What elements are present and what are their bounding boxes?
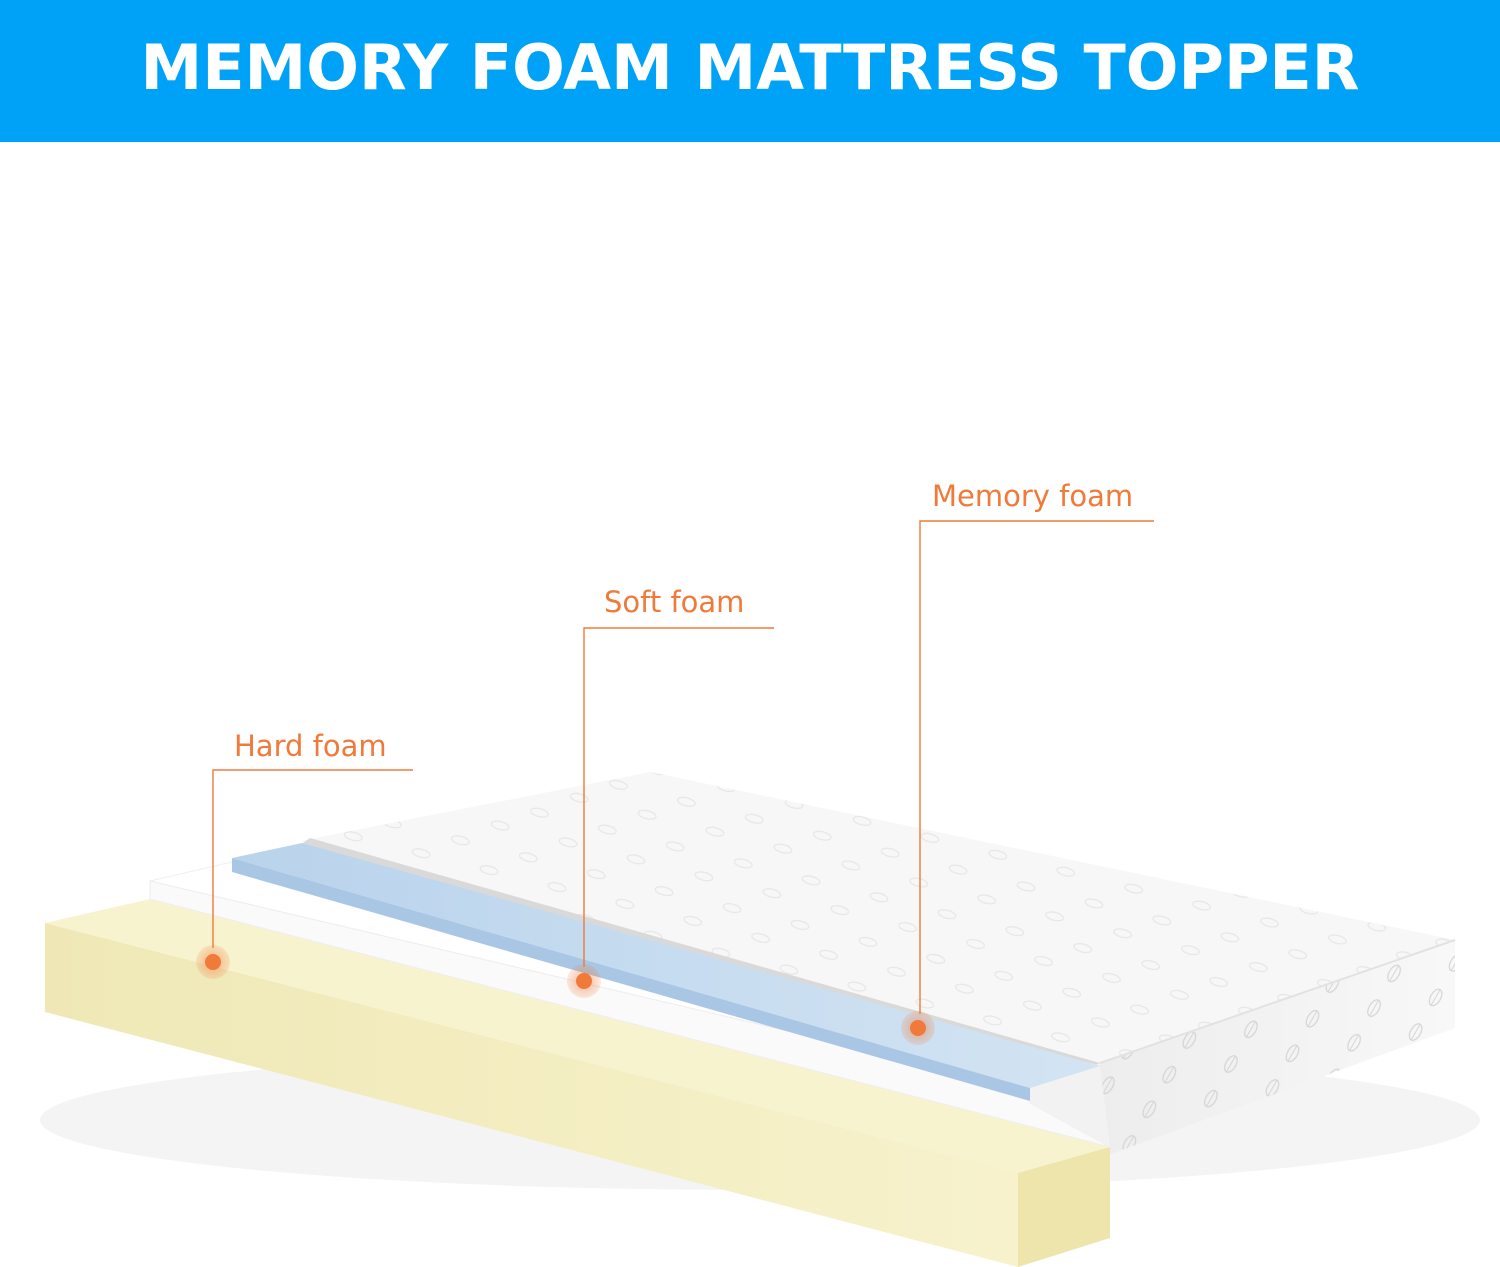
cover-edge-line: [1099, 939, 1456, 1064]
soft-foam-marker-dot: [576, 973, 592, 989]
hard-foam-top: [45, 899, 1110, 1173]
memory-foam-label: Memory foam: [932, 479, 1133, 513]
page-title: MEMORY FOAM MATTRESS TOPPER: [140, 30, 1360, 104]
memory-foam-marker-dot: [910, 1020, 926, 1036]
cover-top-pattern: [300, 772, 1455, 1063]
hard-foam-right: [1018, 1147, 1110, 1267]
hard-foam-label: Hard foam: [234, 729, 387, 763]
callouts: Hard foam Soft foam Memory foam: [196, 479, 1154, 1045]
memory-foam-leader-line: [919, 520, 1154, 1014]
soft-foam-leader-line: [583, 627, 774, 967]
hard-foam-front: [45, 923, 1018, 1267]
hard-foam-leader-line: [212, 769, 413, 948]
title-banner: MEMORY FOAM MATTRESS TOPPER: [0, 0, 1500, 142]
soft-foam-right: [1030, 1066, 1110, 1147]
memory-foam-front: [232, 858, 1030, 1101]
memory-foam-top: [232, 843, 1100, 1088]
cover-side-pattern: [1100, 940, 1455, 1158]
mattress-layer-diagram: Hard foam Soft foam Memory foam: [40, 479, 1480, 1267]
hard-foam-marker-dot: [205, 954, 221, 970]
soft-foam-label: Soft foam: [604, 585, 744, 619]
